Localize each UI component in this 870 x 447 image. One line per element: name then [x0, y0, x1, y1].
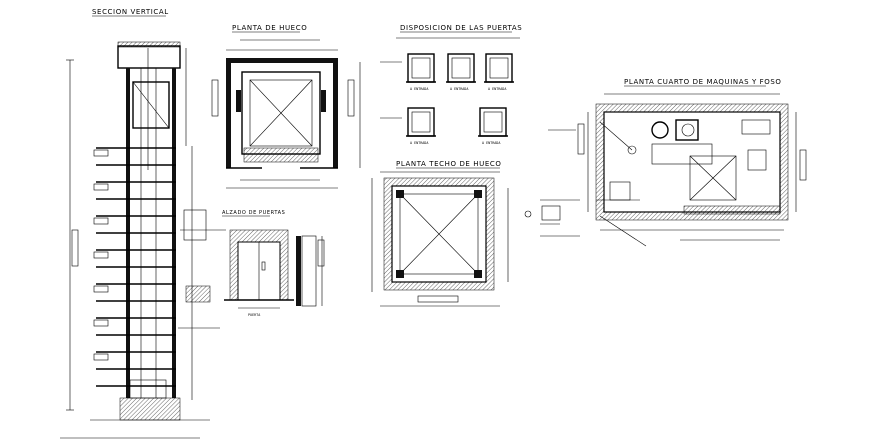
- shaft-roof-plan: PLANTA TECHO DE HUECO: [371, 160, 532, 307]
- door-arrangement: DISPOSICION DE LAS PUERTAS A ENTRADA A E…: [380, 24, 522, 145]
- floor-levels: [96, 147, 176, 387]
- door-arrangement-cell: A ENTRADA: [484, 53, 514, 91]
- shaft-roof-title: PLANTA TECHO DE HUECO: [396, 160, 501, 168]
- cell-label: A ENTRADA: [488, 87, 506, 91]
- vertical-section-title: SECCION VERTICAL: [92, 8, 169, 16]
- cell-label: A ENTRADA: [450, 87, 468, 91]
- shaft-plan: PLANTA DE HUECO: [211, 24, 361, 189]
- cell-label: A ENTRADA: [410, 141, 428, 145]
- machine-room-plan: PLANTA CUARTO DE MAQUINAS Y FOSO: [540, 78, 807, 247]
- door-arrangement-cell: A ENTRADA: [478, 107, 508, 145]
- door-arrangement-title: DISPOSICION DE LAS PUERTAS: [400, 24, 522, 32]
- door-elevation-label: PUERTA: [248, 313, 260, 317]
- vertical-section: SECCION VERTICAL: [60, 8, 210, 439]
- door-arrangement-cell: A ENTRADA: [406, 53, 436, 91]
- door-elevation: ALZADO DE PUERTAS PUERTA: [178, 209, 325, 329]
- door-arrangement-cell: A ENTRADA: [446, 53, 476, 91]
- shaft-plan-title: PLANTA DE HUECO: [232, 24, 307, 32]
- cell-label: A ENTRADA: [482, 141, 500, 145]
- machine-room-title: PLANTA CUARTO DE MAQUINAS Y FOSO: [624, 78, 782, 86]
- door-arrangement-cell: A ENTRADA: [406, 107, 436, 145]
- cell-label: A ENTRADA: [410, 87, 428, 91]
- door-elevation-title: ALZADO DE PUERTAS: [222, 210, 285, 216]
